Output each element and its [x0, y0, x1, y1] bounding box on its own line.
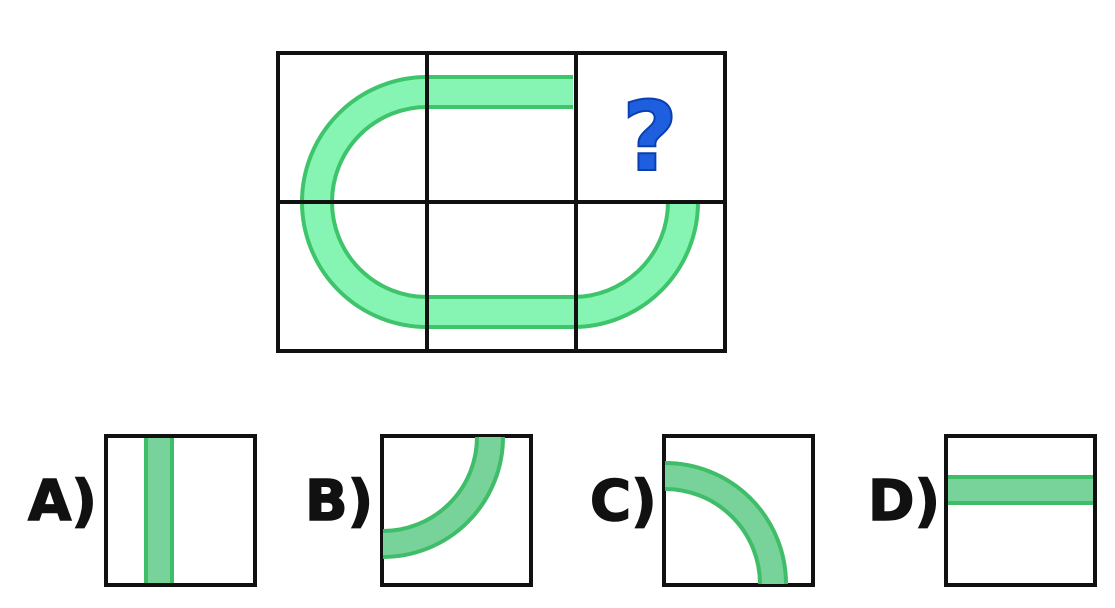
option-b[interactable]: B) [304, 434, 533, 587]
option-b-box[interactable] [380, 434, 533, 587]
option-d-label: D) [868, 469, 940, 534]
option-c-label: C) [590, 469, 657, 534]
option-c-box[interactable] [662, 434, 815, 587]
question-mark-icon: ? [622, 81, 678, 193]
option-d[interactable]: D) [867, 434, 1097, 587]
option-b-piece [382, 436, 505, 559]
puzzle-grid: ? [276, 51, 727, 353]
option-b-label: B) [305, 469, 373, 534]
option-d-box[interactable] [944, 434, 1097, 587]
grid-cell-r2-c3 [574, 200, 727, 353]
option-a[interactable]: A) [27, 434, 257, 587]
option-c[interactable]: C) [589, 434, 815, 587]
option-a-label: A) [28, 469, 97, 534]
option-a-box[interactable] [104, 434, 257, 587]
track-path [300, 75, 700, 329]
option-c-piece [664, 461, 788, 585]
